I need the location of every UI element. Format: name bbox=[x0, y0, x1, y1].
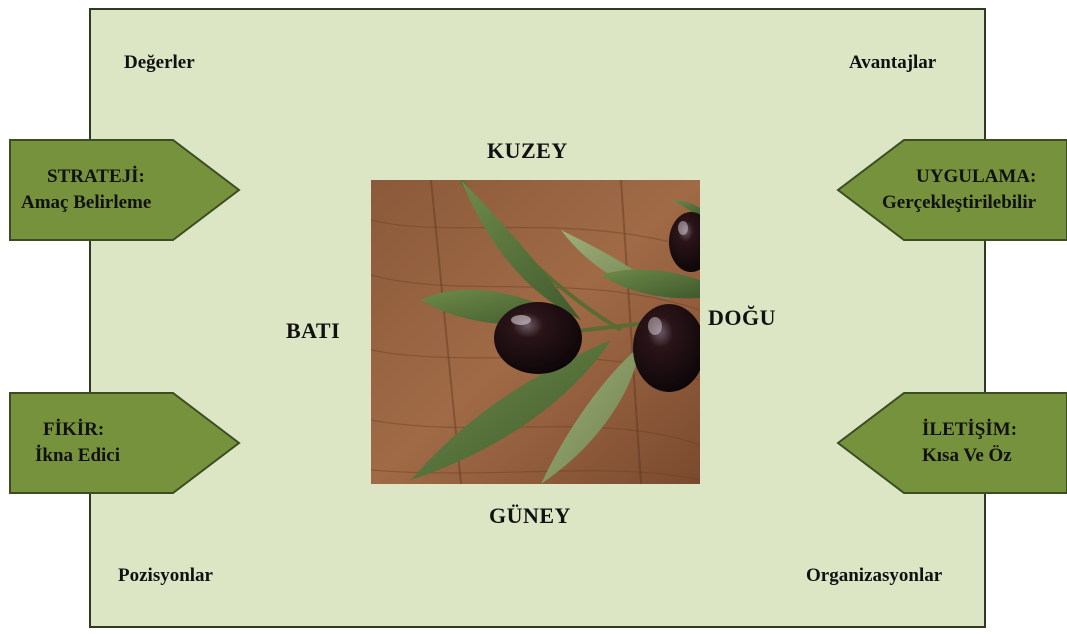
arrow-communication-subtitle: Kısa Ve Öz bbox=[922, 443, 1012, 469]
direction-south: GÜNEY bbox=[489, 503, 571, 529]
arrow-implementation: UYGULAMA: Gerçekleştirilebilir bbox=[836, 139, 1067, 241]
arrow-idea: FİKİR: İkna Edici bbox=[9, 392, 241, 494]
arrow-strategy-subtitle: Amaç Belirleme bbox=[21, 190, 151, 216]
arrow-strategy: STRATEJİ: Amaç Belirleme bbox=[9, 139, 241, 241]
arrow-implementation-subtitle: Gerçekleştirilebilir bbox=[882, 190, 1036, 216]
arrow-implementation-title: UYGULAMA: bbox=[882, 164, 1036, 190]
direction-west: BATI bbox=[286, 318, 340, 344]
olive-branch-photo bbox=[371, 180, 700, 484]
direction-north: KUZEY bbox=[487, 138, 568, 164]
direction-east: DOĞU bbox=[708, 305, 776, 331]
arrow-communication: İLETİŞİM: Kısa Ve Öz bbox=[836, 392, 1067, 494]
arrow-idea-title: FİKİR: bbox=[35, 417, 104, 443]
corner-label-positions: Pozisyonlar bbox=[118, 565, 213, 587]
corner-label-values: Değerler bbox=[124, 52, 195, 74]
arrow-strategy-title: STRATEJİ: bbox=[21, 164, 145, 190]
corner-label-organizations: Organizasyonlar bbox=[806, 565, 942, 587]
arrow-communication-title: İLETİŞİM: bbox=[922, 417, 1017, 443]
arrow-idea-subtitle: İkna Edici bbox=[35, 443, 120, 469]
corner-label-advantages: Avantajlar bbox=[849, 52, 936, 74]
